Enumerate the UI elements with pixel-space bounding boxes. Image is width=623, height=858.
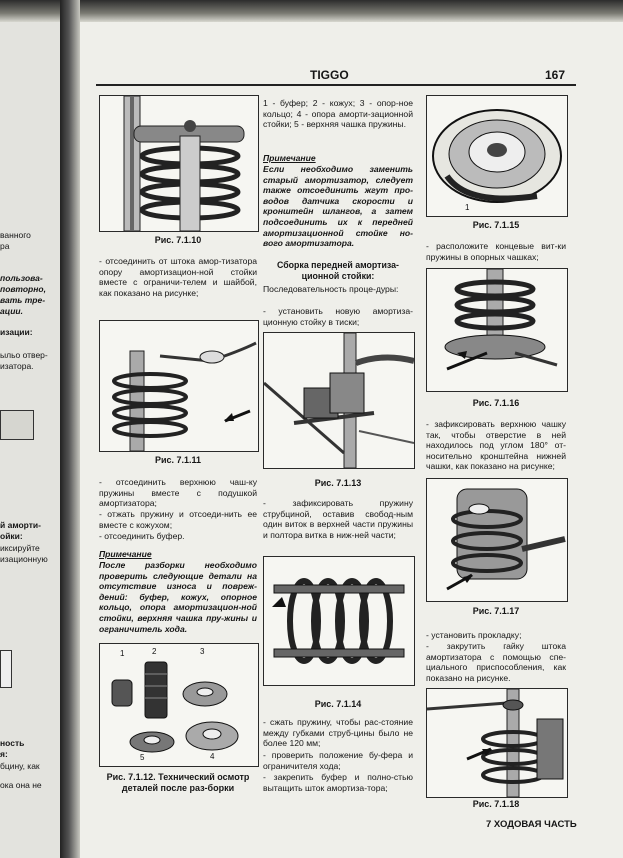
body-paragraph: - проверить положение бу-фера и ограничи… xyxy=(263,750,413,771)
part-label: 1 xyxy=(120,649,125,658)
section-title: Сборка передней амортиза-ционной стойки: xyxy=(277,260,399,281)
running-header: TIGGO xyxy=(310,68,349,82)
figure-7-1-10 xyxy=(99,95,259,232)
figure-legend: 1 - буфер; 2 - кожух; 3 - опор-ное кольц… xyxy=(263,98,413,130)
body-paragraph: - закрепить буфер и полно-стью вытащить … xyxy=(263,772,413,793)
figure-caption: Рис. 7.1.10 xyxy=(154,235,202,245)
left-figure-fragment xyxy=(0,410,34,440)
body-paragraph: - отсоединить буфер. xyxy=(99,531,185,541)
page-number: 167 xyxy=(545,68,566,82)
figure-label: 1 xyxy=(465,203,470,212)
left-page-fragment: ванного ра пользова- повторно, вать тре-… xyxy=(0,22,60,858)
figure-7-1-17 xyxy=(426,478,568,602)
body-paragraph: - закрутить гайку штока амортизатора с п… xyxy=(426,641,566,683)
figure-caption: Рис. 7.1.13 xyxy=(314,478,362,488)
body-paragraph: - сжать пружину, чтобы рас-стояние между… xyxy=(263,717,413,749)
left-text-line: вать тре- xyxy=(0,295,46,305)
footer-chapter-title: 7 ХОДОВАЯ ЧАСТЬ xyxy=(486,819,577,830)
figure-caption: Рис. 7.1.11 xyxy=(154,455,202,465)
left-text-line: ра xyxy=(0,241,10,251)
body-paragraph: - отсоединить верхнюю чаш-ку пружины вме… xyxy=(99,477,257,509)
body-paragraph: - расположите концевые вит-ки пружины в … xyxy=(426,241,566,262)
left-text-line: изационную xyxy=(0,554,48,564)
part-label: 3 xyxy=(200,647,205,656)
figure-caption: Рис. 7.1.18 xyxy=(472,799,520,809)
note-heading: Примечание xyxy=(263,153,316,163)
figure-7-1-16 xyxy=(426,268,568,392)
figure-7-1-11 xyxy=(99,320,259,452)
figure-caption: Рис. 7.1.15 xyxy=(472,220,520,230)
part-label: 5 xyxy=(140,753,145,762)
left-text-line: повторно, xyxy=(0,284,46,294)
left-text-line: я: xyxy=(0,749,8,759)
body-paragraph: - отжать пружину и отсоеди-нить ее вмест… xyxy=(99,509,257,530)
body-paragraph: Последовательность проце-дуры: xyxy=(263,284,399,294)
figure-caption: Рис. 7.1.16 xyxy=(472,398,520,408)
part-label: 4 xyxy=(210,752,215,761)
left-figure-fragment xyxy=(0,650,12,688)
left-text-line: ность xyxy=(0,738,25,748)
figure-caption: Рис. 7.1.12. Технический осмотр деталей … xyxy=(106,772,250,793)
figure-7-1-15: 1 xyxy=(426,95,568,217)
note-heading: Примечание xyxy=(99,549,152,559)
body-paragraph: - отсоединить от штока амор-тизатора опо… xyxy=(99,256,257,298)
left-text-line: иксируйте xyxy=(0,543,40,553)
left-text-line: ока она не xyxy=(0,780,42,790)
left-text-line: ванного xyxy=(0,230,31,240)
left-text-line: бцину, как xyxy=(0,761,40,771)
figure-caption: Рис. 7.1.17 xyxy=(472,606,520,616)
figure-caption: Рис. 7.1.14 xyxy=(314,699,362,709)
body-paragraph: - установить прокладку; xyxy=(426,630,522,640)
top-scan-band xyxy=(0,0,623,22)
left-text-line: изации: xyxy=(0,327,33,337)
part-label: 2 xyxy=(152,647,157,656)
figure-7-1-14 xyxy=(263,556,415,686)
left-text-line: ыльо отвер- xyxy=(0,350,48,360)
left-text-line: ойки: xyxy=(0,531,23,541)
figure-7-1-13 xyxy=(263,332,415,469)
body-paragraph: - зафиксировать пружину струбциной, оста… xyxy=(263,498,413,540)
left-text-line: ации. xyxy=(0,306,23,316)
book-spine xyxy=(60,0,80,858)
left-text-line: й аморти- xyxy=(0,520,41,530)
note-text: После разборки необходимо проверить след… xyxy=(99,560,257,634)
header-rule xyxy=(96,84,576,86)
figure-7-1-12: 1 2 3 4 5 xyxy=(99,643,259,767)
note-text: Если необходимо заменить старый амортиза… xyxy=(263,164,413,249)
left-text-line: изатора. xyxy=(0,361,34,371)
figure-7-1-18 xyxy=(426,688,568,798)
left-text-line: пользова- xyxy=(0,273,43,283)
body-paragraph: - зафиксировать верхнюю чашку так, чтобы… xyxy=(426,419,566,472)
body-paragraph: - установить новую амортиза-ционную стой… xyxy=(263,306,413,327)
